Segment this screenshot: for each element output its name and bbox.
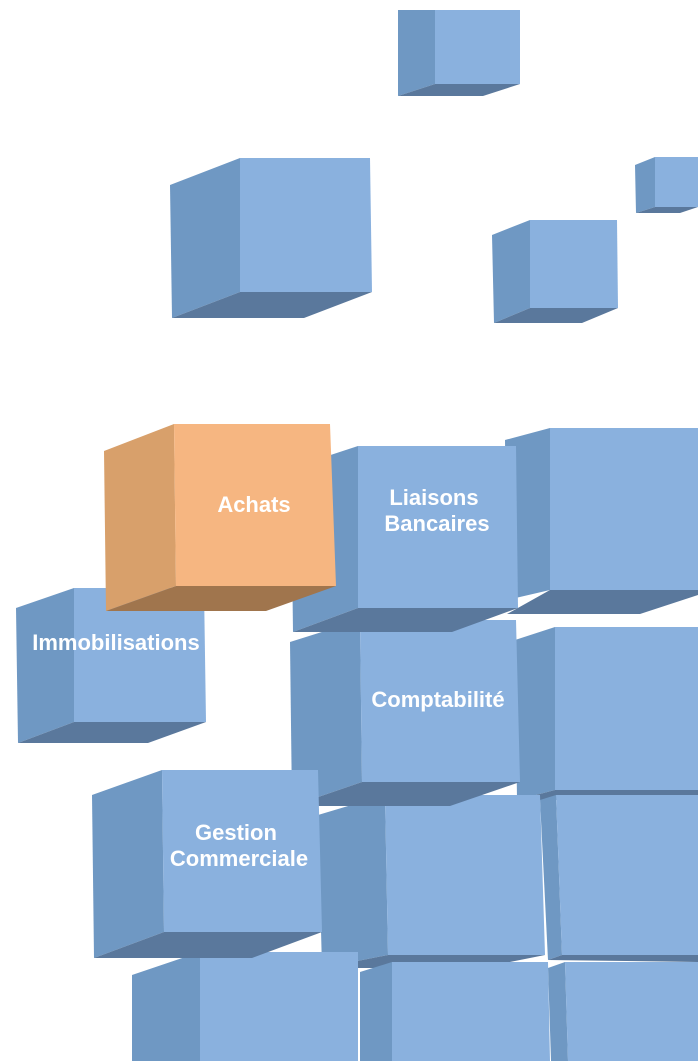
comptabilite-cube[interactable]: Comptabilité xyxy=(290,620,520,806)
gestion-commerciale-label-line1: Gestion xyxy=(195,820,277,845)
cube-face-bottom xyxy=(507,590,698,614)
liaisons-bancaires-label: Liaisons Bancaires xyxy=(384,485,489,536)
cube-face-front xyxy=(240,158,372,292)
cube-face-left xyxy=(515,627,555,800)
stack-cube-bottom-left xyxy=(132,952,358,1061)
cube-face-left xyxy=(170,158,240,318)
cube-face-front xyxy=(74,588,206,722)
cube-face-bottom xyxy=(398,84,520,96)
cube-face-left xyxy=(92,770,164,958)
cube-face-front xyxy=(200,952,358,1061)
achats-cube[interactable]: Achats xyxy=(104,424,336,611)
cube-face-left xyxy=(540,795,562,960)
floating-cube-medium xyxy=(170,158,372,318)
stack-cube-right-middle xyxy=(515,627,698,800)
stack-cube-bottom-right xyxy=(548,962,698,1061)
cube-face-left xyxy=(398,10,435,96)
stack-cube-bottom-center xyxy=(360,962,550,1061)
cube-face-front xyxy=(162,770,322,932)
cube-face-bottom xyxy=(18,722,206,743)
gestion-commerciale-label: Gestion Commerciale xyxy=(170,820,308,871)
cube-face-left xyxy=(635,157,655,213)
cube-face-left xyxy=(360,962,392,1061)
cube-face-left xyxy=(104,424,176,611)
cube-face-front xyxy=(530,220,618,308)
cube-face-bottom xyxy=(292,782,520,806)
floating-cube-top xyxy=(398,10,520,96)
cube-face-left xyxy=(548,962,568,1061)
cube-face-bottom xyxy=(293,608,518,632)
floating-cube-small-right xyxy=(635,157,698,213)
immobilisations-label: Immobilisations xyxy=(32,630,199,655)
cube-face-left xyxy=(132,952,200,1061)
cube-face-front xyxy=(358,446,518,608)
cube-face-bottom xyxy=(494,308,618,323)
cube-face-front xyxy=(550,428,698,590)
floating-cube-small xyxy=(492,220,618,323)
cube-face-front xyxy=(174,424,336,586)
immobilisations-cube[interactable]: Immobilisations xyxy=(16,588,206,743)
cube-face-left xyxy=(318,795,388,968)
gestion-commerciale-label-line2: Commerciale xyxy=(170,846,308,871)
cube-face-bottom xyxy=(636,207,698,213)
cube-face-front xyxy=(655,157,698,207)
cube-face-front xyxy=(556,795,698,955)
cube-face-left xyxy=(492,220,530,323)
cube-face-front xyxy=(435,10,520,84)
comptabilite-label: Comptabilité xyxy=(371,687,504,712)
cube-face-front xyxy=(392,962,550,1061)
stack-cube-right-lower xyxy=(540,795,698,962)
cube-face-front xyxy=(360,620,520,782)
stack-cube-center-lower xyxy=(318,795,545,968)
stack-cube-right-top xyxy=(505,428,698,614)
cube-face-bottom xyxy=(94,932,322,958)
cube-face-left xyxy=(16,588,74,743)
cube-face-bottom xyxy=(548,955,698,962)
gestion-commerciale-cube[interactable]: Gestion Commerciale xyxy=(92,770,322,958)
cube-face-front xyxy=(385,795,545,955)
liaisons-bancaires-label-line1: Liaisons xyxy=(389,485,478,510)
cube-face-front xyxy=(555,627,698,790)
cube-face-bottom xyxy=(106,586,336,611)
liaisons-bancaires-label-line2: Bancaires xyxy=(384,511,489,536)
cube-face-left xyxy=(290,620,362,806)
cube-face-bottom xyxy=(172,292,372,318)
achats-label: Achats xyxy=(217,492,290,517)
cube-face-front xyxy=(565,962,698,1061)
